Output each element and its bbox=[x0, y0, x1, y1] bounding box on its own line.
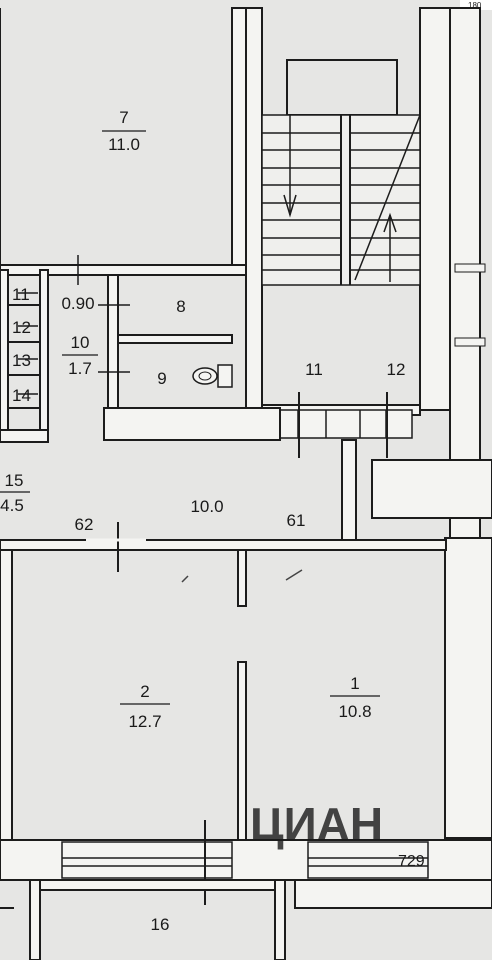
room-8-number: 8 bbox=[176, 297, 185, 316]
room-7 bbox=[0, 7, 247, 276]
closet-11-number: 11 bbox=[12, 285, 30, 304]
room-9-number: 9 bbox=[157, 369, 166, 388]
room-7-area: 11.0 bbox=[108, 135, 140, 154]
bedrooms bbox=[0, 549, 492, 905]
right-column bbox=[371, 7, 492, 839]
up-arrow-icon bbox=[354, 114, 421, 282]
small-rooms bbox=[0, 255, 281, 443]
room-1-area: 10.8 bbox=[338, 702, 371, 721]
staircase bbox=[245, 7, 451, 458]
closet-14-number: 14 bbox=[12, 386, 31, 405]
room-16-number: 16 bbox=[151, 915, 170, 934]
stair-mark-12: 12 bbox=[387, 360, 406, 379]
room-2-area: 12.7 bbox=[128, 712, 161, 731]
down-arrow-icon bbox=[283, 115, 297, 218]
corner-text: 180 bbox=[468, 1, 482, 10]
corner-strip bbox=[460, 0, 492, 10]
balcony-16 bbox=[0, 879, 492, 960]
room-7-number: 7 bbox=[119, 108, 128, 127]
room-10-area: 1.7 bbox=[68, 359, 92, 378]
closet-12-number: 12 bbox=[12, 318, 31, 337]
toilet-icon bbox=[192, 364, 233, 388]
watermark-text: ЦИАН bbox=[250, 798, 383, 850]
room-15-area: 4.5 bbox=[0, 496, 24, 515]
small-area-label: 0.90 bbox=[61, 294, 94, 313]
mark-61: 61 bbox=[287, 511, 306, 530]
room-10-number: 10 bbox=[71, 333, 90, 352]
room-1-number: 1 bbox=[350, 674, 359, 693]
hall-area: 10.0 bbox=[190, 497, 223, 516]
closet-13-number: 13 bbox=[12, 351, 31, 370]
room-15-number: 15 bbox=[5, 471, 24, 490]
watermark-id: 729 bbox=[398, 853, 425, 870]
mark-62: 62 bbox=[75, 515, 94, 534]
stair-mark-11: 11 bbox=[305, 360, 323, 379]
room-2-number: 2 bbox=[140, 682, 149, 701]
hall bbox=[0, 439, 447, 572]
